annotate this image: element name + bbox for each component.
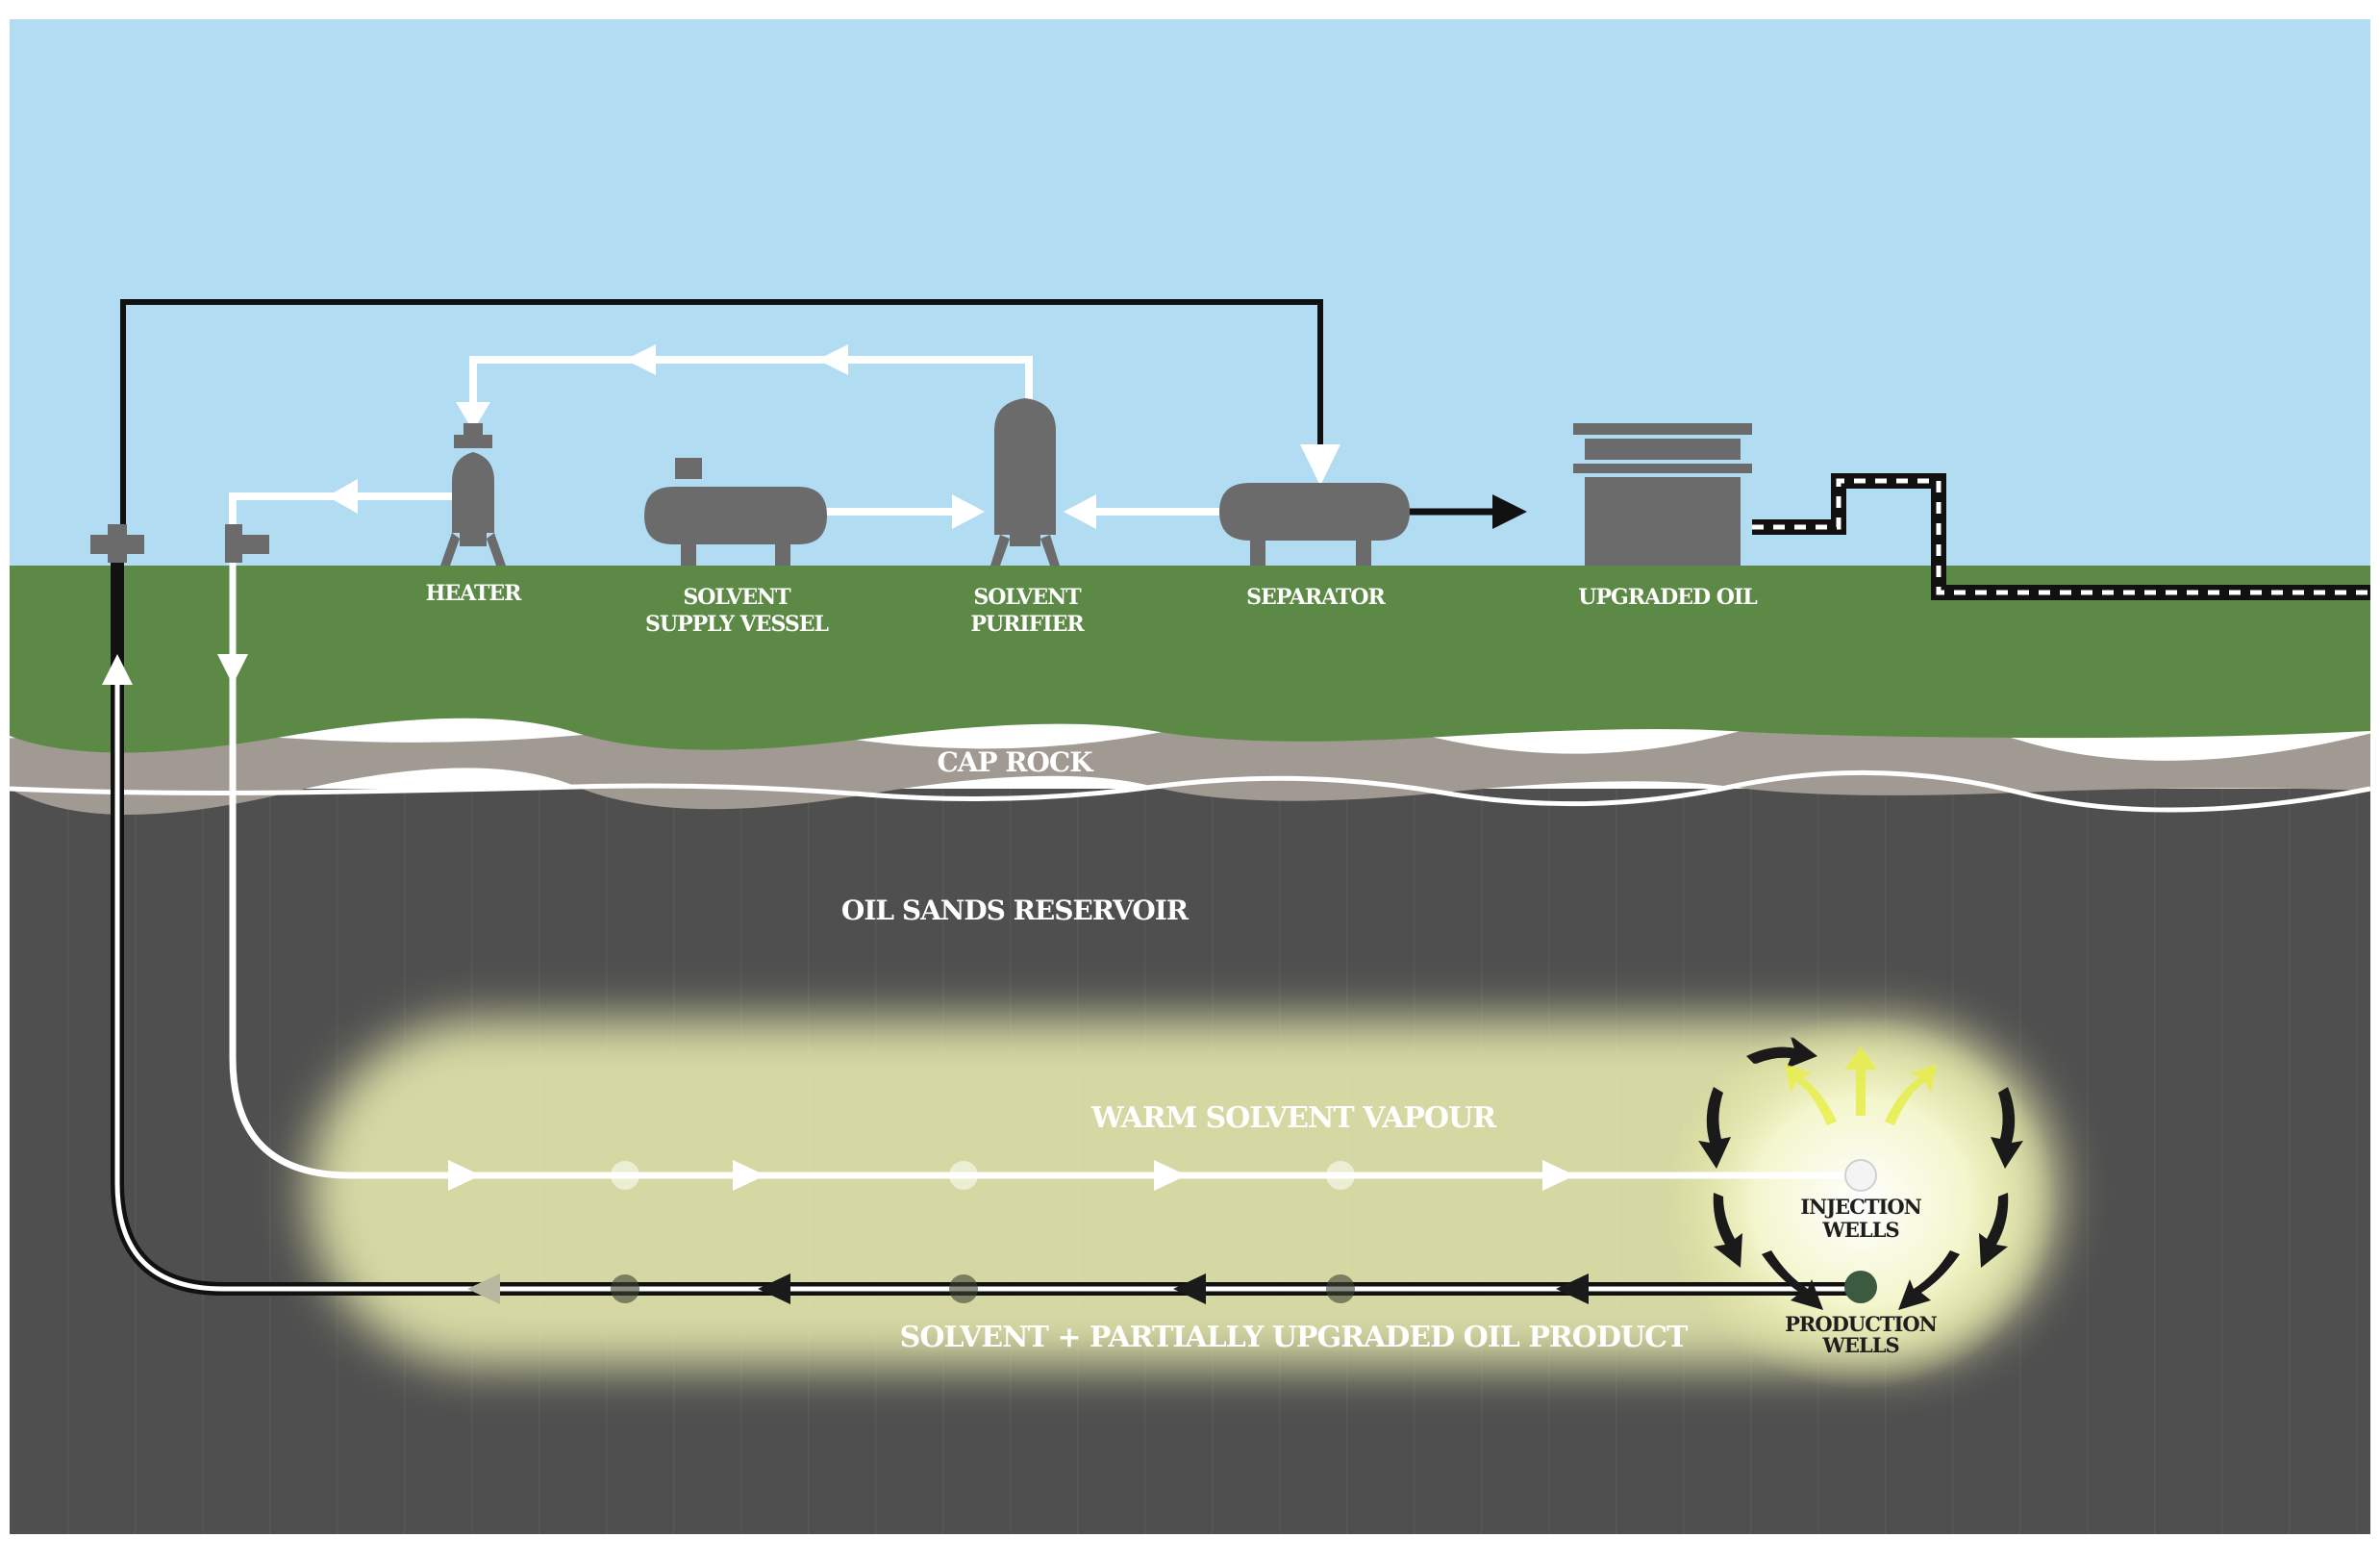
heated-zone-glow: [308, 1020, 2058, 1366]
heater: [440, 423, 506, 566]
injection-flow-arrow-4: [1542, 1160, 1575, 1191]
oil-sands-reservoir-label: OIL SANDS RESERVOIR: [841, 895, 1190, 926]
injection-flow-arrow-1: [448, 1160, 481, 1191]
heater-inlet-arrow: [456, 402, 490, 431]
separator-to-storage-arrow: [1492, 494, 1527, 529]
injection-port-2: [949, 1161, 978, 1190]
solvent-purifier: [990, 398, 1060, 566]
injection-wells-label-line2: WELLS: [1821, 1218, 1898, 1242]
injection-well-pipe: [229, 563, 1856, 1179]
warm-solvent-vapour-label: WARM SOLVENT VAPOUR: [1090, 1101, 1497, 1135]
production-port-3: [1326, 1274, 1355, 1303]
separator-to-purifier-arrow: [1064, 494, 1096, 529]
solvent-purifier-label-line2: PURIFIER: [970, 612, 1085, 637]
heater-label: HEATER: [426, 581, 523, 606]
production-port-2: [949, 1274, 978, 1303]
production-flow-arrow-2: [1173, 1273, 1206, 1304]
solvent-purifier-label-line1: SOLVENT: [973, 585, 1082, 610]
recycle-line: [120, 299, 1323, 543]
solvent-supply-vessel: [644, 458, 827, 566]
cap-rock-label: CAP ROCK: [937, 746, 1094, 778]
injection-well-section: [1844, 1159, 1877, 1192]
production-port-1: [611, 1274, 639, 1303]
solvent-oil-product-label: SOLVENT + PARTIALLY UPGRADED OIL PRODUCT: [900, 1321, 1689, 1354]
production-flow-arrow-1: [758, 1273, 790, 1304]
sky: [10, 19, 2370, 567]
export-pipeline-dashes: [1752, 478, 2370, 595]
injection-flow-arrow-2: [733, 1160, 765, 1191]
separator: [1219, 483, 1410, 566]
solvent-supply-vessel-label-line2: SUPPLY VESSEL: [645, 612, 828, 637]
upgraded-oil-label: UPGRADED OIL: [1578, 585, 1757, 610]
vessel-to-purifier-arrow: [952, 494, 985, 529]
upgraded-oil-storage: [1573, 423, 1752, 566]
purifier-to-heater-arrow-2: [625, 344, 656, 375]
injection-port-3: [1326, 1161, 1355, 1190]
circulation-arrows: [1698, 1037, 2023, 1310]
production-well-section: [1844, 1271, 1877, 1303]
injection-well-down-arrow: [217, 654, 248, 685]
purifier-to-heater-line: [469, 356, 1033, 416]
injection-wellhead-stem: [225, 524, 242, 563]
production-well-pipe-core: [114, 673, 1856, 1292]
production-wells-label-line1: PRODUCTION: [1785, 1312, 1938, 1336]
cap-rock-bottom-edge: [9, 769, 2371, 813]
injection-port-1: [611, 1161, 639, 1190]
vapour-rise-arrows: [1785, 1046, 1937, 1125]
injection-flow-arrow-3: [1154, 1160, 1187, 1191]
production-wells-label-line2: WELLS: [1821, 1333, 1898, 1357]
solvent-supply-vessel-label-line1: SOLVENT: [683, 585, 791, 610]
well-pair-glow: [1664, 1015, 2058, 1390]
heater-outlet-arrow: [327, 479, 358, 514]
production-flow-arrow-4: [467, 1273, 500, 1304]
production-wellhead-stem: [108, 524, 127, 563]
production-flow-arrow-3: [1556, 1273, 1589, 1304]
injection-wells-label-line1: INJECTION: [1800, 1195, 1921, 1219]
purifier-to-heater-arrow-1: [817, 344, 848, 375]
production-well-up-arrow: [102, 654, 133, 685]
separator-label: SEPARATOR: [1246, 585, 1386, 610]
recycle-arrowhead: [1300, 444, 1340, 486]
ground-layer: [10, 566, 2370, 753]
